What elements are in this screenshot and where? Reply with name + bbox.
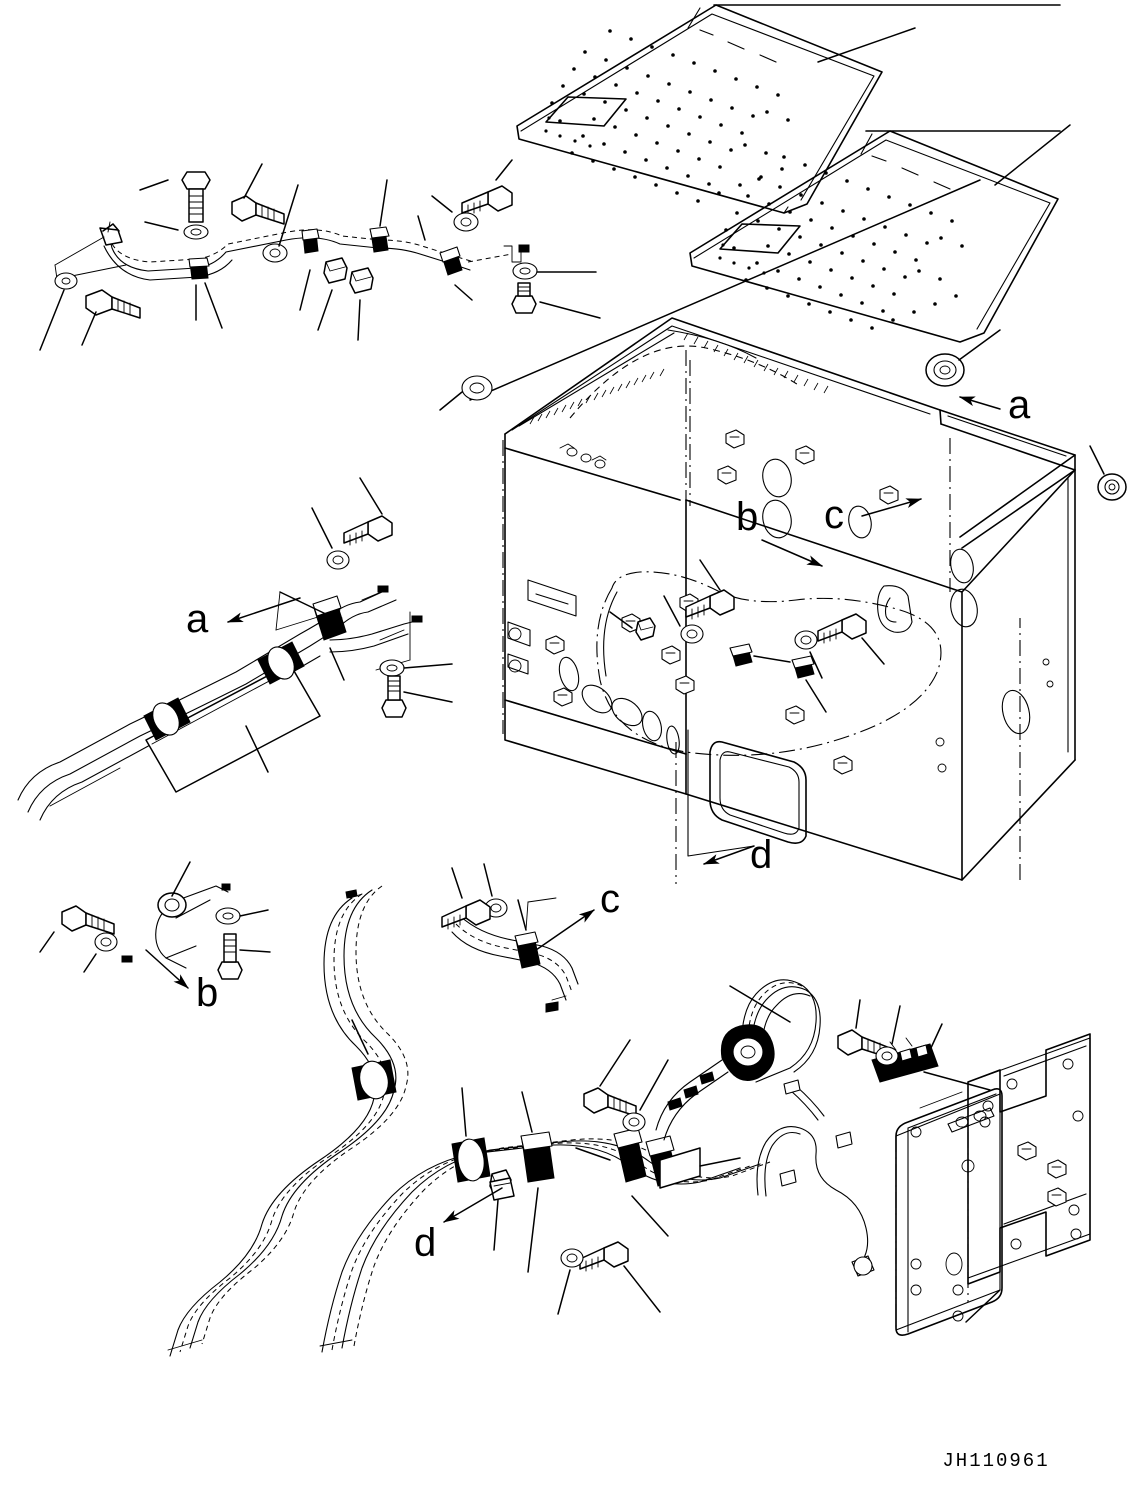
upper-left-hose-assembly — [39, 159, 981, 411]
callout-label: c — [824, 493, 844, 537]
hose-clamp — [369, 226, 390, 253]
callout-b-mid: b — [736, 495, 823, 567]
cover-panel-upper — [516, 4, 1061, 214]
weld-nut — [661, 645, 681, 665]
weld-nut — [1047, 1187, 1067, 1207]
cover-panel-lower — [689, 130, 1061, 343]
hose-clamp — [312, 595, 347, 641]
hose-clamp — [439, 246, 463, 276]
hose-clamp — [257, 641, 305, 685]
weld-nut — [675, 675, 695, 695]
hose-clamp — [188, 257, 210, 280]
hose-clamp — [520, 1131, 555, 1183]
hex-bolt — [217, 933, 243, 980]
grommet — [925, 353, 965, 387]
hex-bolt — [685, 589, 735, 620]
hex-bolt — [381, 675, 407, 718]
callout-label: d — [414, 1221, 436, 1265]
cover-panel-leaders — [817, 27, 1071, 186]
hex-bolt — [817, 613, 867, 644]
weld-nut — [833, 755, 853, 775]
hex-bolt — [85, 289, 141, 319]
weld-nut — [717, 465, 737, 485]
callout-d-low: d — [414, 1187, 503, 1265]
weld-nut — [725, 429, 745, 449]
lower-left-hose-run — [167, 885, 409, 1357]
hose-clamp-large — [720, 1024, 775, 1081]
hex-bolt — [181, 171, 211, 223]
clamp-block — [791, 655, 815, 679]
drawing-number: JH110961 — [942, 1450, 1049, 1472]
callout-label: d — [750, 833, 772, 877]
hose-clamp — [351, 1059, 397, 1101]
hex-bolt — [583, 1087, 637, 1117]
hex-bolt — [511, 282, 537, 314]
callout-label: a — [1008, 383, 1031, 427]
weld-nut — [545, 635, 565, 655]
electrical-box-assembly — [756, 999, 1091, 1336]
weld-nut — [785, 705, 805, 725]
callout-label: b — [736, 495, 758, 539]
hex-bolt — [343, 515, 393, 546]
hose-clamp — [143, 697, 191, 741]
hex-bolt — [231, 195, 285, 225]
callout-label: c — [600, 877, 620, 921]
hose-clamp — [301, 228, 320, 254]
callout-a-top: a — [959, 383, 1031, 427]
hex-bolt — [579, 1241, 629, 1272]
hose-clamp — [514, 931, 541, 969]
weld-nut — [1017, 1141, 1037, 1161]
clamp-block — [729, 643, 753, 667]
spacer-block — [349, 267, 374, 294]
callout-b-low: b — [145, 949, 218, 1015]
weld-nut — [1047, 1159, 1067, 1179]
spacer-block — [635, 617, 656, 641]
weld-nut — [795, 445, 815, 465]
detail-b-bracket — [39, 861, 271, 980]
hex-bolt — [61, 905, 115, 935]
detail-a-hose-bundle — [17, 477, 453, 821]
callout-label: b — [196, 971, 218, 1015]
hose-clamp — [451, 1137, 491, 1183]
detail-c-hose-run — [441, 863, 579, 1013]
spacer-block — [323, 257, 348, 284]
weld-nut — [879, 485, 899, 505]
callout-d-mid: d — [703, 833, 772, 877]
weld-nut — [553, 687, 573, 707]
hex-bolt — [461, 185, 513, 216]
callout-a-left: a — [186, 597, 301, 641]
detail-d-hose-clamp-group — [319, 1039, 771, 1353]
callout-c-low: c — [535, 877, 620, 951]
clamp-bracket — [613, 1127, 701, 1189]
grommet — [489, 1177, 515, 1201]
main-cabinet-housing — [502, 317, 1127, 884]
callout-c-mid: c — [824, 493, 922, 537]
callout-label: a — [186, 597, 209, 641]
lower-hose-bend-assembly — [655, 979, 821, 1141]
hex-bolt — [441, 899, 491, 930]
grommet — [1097, 473, 1127, 501]
